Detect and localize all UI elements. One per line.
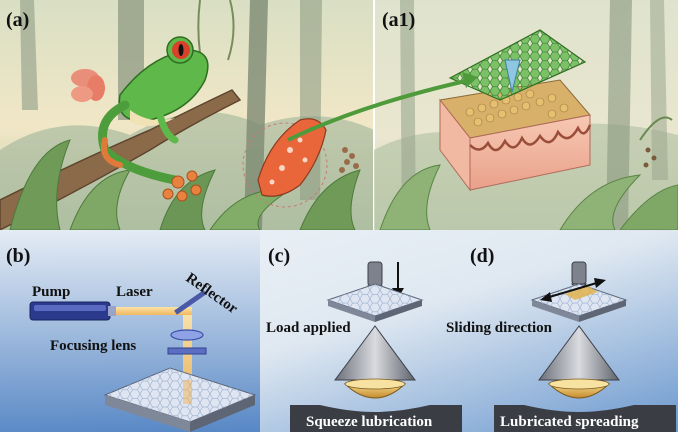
contact-plate: [530, 283, 628, 322]
panel-label-b: (b): [6, 245, 30, 267]
probe: [571, 261, 587, 285]
focusing-lens: [170, 329, 204, 341]
berries: [339, 147, 359, 173]
panel-label-a1: (a1): [382, 9, 415, 31]
panel-label-c: (c): [268, 245, 290, 267]
lubricated-spreading-label: Lubricated spreading: [500, 414, 639, 430]
base: [494, 405, 676, 432]
base: [290, 405, 462, 432]
leaf: [9, 139, 71, 231]
zoom-circle: [242, 122, 328, 208]
sample-plate: [103, 367, 257, 432]
skin-block: [439, 29, 592, 192]
frog: [98, 36, 209, 202]
sliding-arrow: [540, 278, 606, 302]
panel-label-a: (a): [6, 9, 29, 31]
contact-plate: [326, 283, 424, 322]
magnify-arrow: [287, 72, 478, 142]
load-applied-label: Load applied: [266, 320, 351, 336]
sliding-direction-label: Sliding direction: [446, 320, 553, 336]
probe: [367, 261, 383, 287]
reflector: [174, 290, 207, 315]
panel-c: (c) Load applied Squeeze lubrication: [266, 245, 462, 432]
focusing-lens-label: Focusing lens: [50, 338, 136, 354]
panel-a: (a): [0, 0, 374, 231]
panel-d: (d) Sliding direction Lubricated spreadi…: [446, 245, 676, 432]
laser-beam: [116, 307, 192, 315]
toe-pad: [257, 118, 327, 197]
laser-label: Laser: [116, 284, 153, 300]
panel-a1: (a1): [373, 0, 678, 231]
pump-label: Pump: [32, 284, 70, 300]
flower: [71, 69, 105, 102]
panel-label-d: (d): [470, 245, 494, 267]
squeeze-lubrication-label: Squeeze lubrication: [306, 414, 433, 430]
pump: [29, 301, 116, 321]
